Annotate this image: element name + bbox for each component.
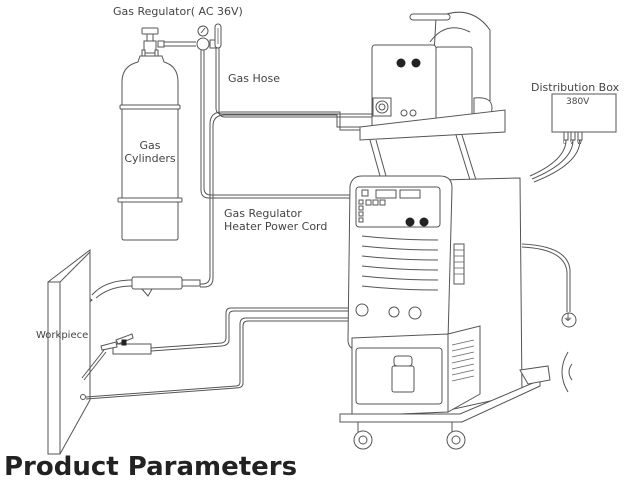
label-distribution-box: Distribution Box: [531, 81, 620, 94]
earth-cable: [521, 243, 577, 328]
label-gas-hose: Gas Hose: [228, 72, 280, 85]
workpiece: [47, 248, 91, 455]
workpiece-ground-cable: [80, 317, 410, 400]
welder-trolley: [339, 325, 573, 450]
side-vents: [453, 243, 465, 285]
label-gas-regulator: Gas Regulator( AC 36V): [113, 5, 243, 18]
label-phase-u: U: [563, 140, 567, 146]
label-heater-cord-line1: Gas Regulator: [224, 207, 302, 220]
label-distribution-voltage: 380V: [566, 97, 590, 107]
wire-feeder: [359, 11, 506, 141]
ground-clamp: [81, 307, 360, 381]
panel-indicators: [358, 199, 386, 223]
trolley-vents: [451, 339, 475, 382]
label-phase-w: W: [577, 140, 582, 146]
label-gas-cylinders-line1: Gas: [139, 139, 161, 152]
label-workpiece: Workpiece: [36, 330, 89, 341]
label-phase-v: V: [570, 140, 574, 146]
front-grille: [361, 235, 439, 291]
welder-handle: [369, 134, 477, 181]
gas-regulator: [157, 23, 222, 51]
heater-power-cord: [200, 50, 350, 199]
label-heater-cord-line2: Heater Power Cord: [224, 220, 328, 233]
label-gas-cylinders-line2: Cylinders: [124, 152, 176, 165]
torch-cable: [200, 111, 380, 288]
welding-setup-diagram: Gas Regulator( AC 36V) Gas Hose Gas Cyli…: [4, 5, 620, 482]
product-parameters-heading: Product Parameters: [4, 452, 298, 482]
welder-power-source: [347, 175, 523, 413]
ground-icon: ⏚: [563, 313, 573, 324]
gas-cylinder: [117, 27, 183, 241]
distribution-box: [529, 93, 617, 183]
